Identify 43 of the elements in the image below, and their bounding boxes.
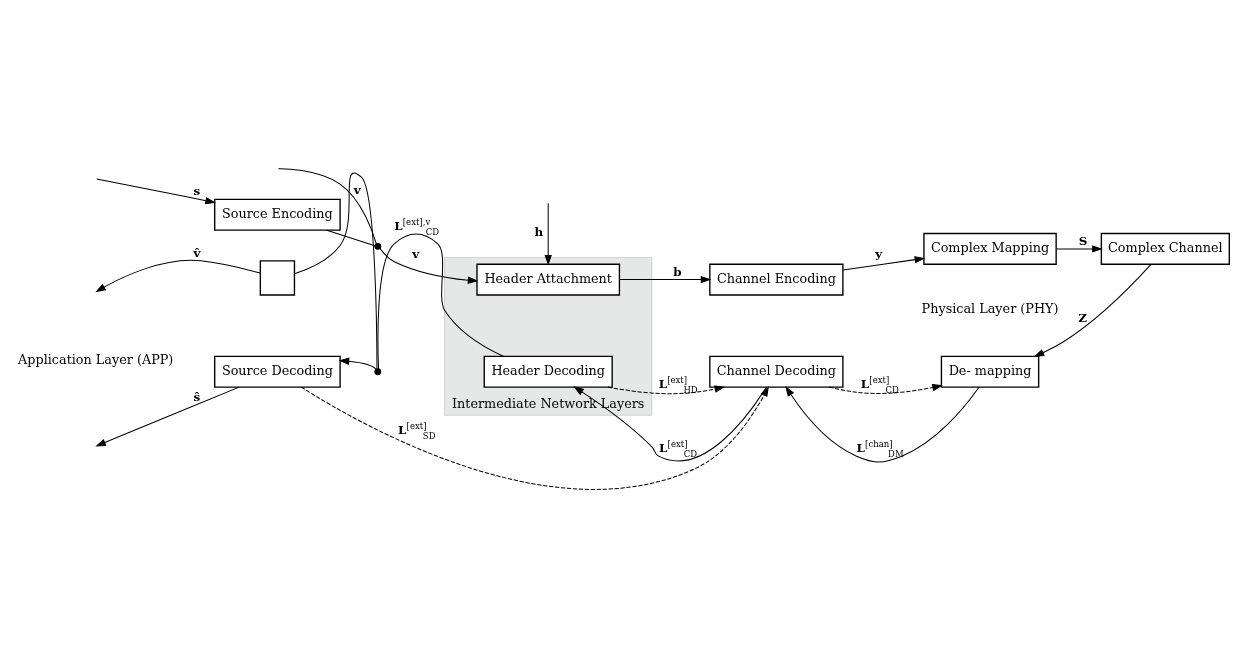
node-box xyxy=(259,259,296,296)
node-switch xyxy=(374,367,382,375)
arrow xyxy=(379,247,479,284)
edge-label: s xyxy=(193,183,201,198)
node-box: Source Decoding xyxy=(214,355,341,388)
edge-label: ŝ xyxy=(193,389,201,404)
node-box: Header Attachment xyxy=(476,263,621,296)
node-box: Channel Decoding xyxy=(709,355,844,388)
arrow xyxy=(1033,263,1152,357)
edge-label: S xyxy=(1078,233,1088,248)
arrow xyxy=(607,384,726,394)
label: Application Layer (APP) xyxy=(18,351,174,367)
node-box: Source Encoding xyxy=(214,198,341,231)
edge-label: v̂ xyxy=(193,245,201,260)
arrow xyxy=(828,383,943,394)
arrow xyxy=(573,385,767,461)
node-box: De- mapping xyxy=(940,355,1040,388)
edge-label: v xyxy=(412,246,420,261)
connector xyxy=(294,172,378,369)
node-box: Complex Channel xyxy=(1100,232,1230,265)
edge-label: h xyxy=(534,224,544,239)
edge-label: y xyxy=(875,246,883,261)
connector xyxy=(277,167,377,244)
arrow xyxy=(96,177,216,204)
node-box: Complex Mapping xyxy=(923,232,1057,265)
arrow xyxy=(1055,244,1103,253)
node-switch xyxy=(374,242,382,250)
edge-label: Z xyxy=(1078,310,1088,325)
arrow xyxy=(618,275,712,283)
arrow xyxy=(95,386,240,446)
connector xyxy=(377,233,504,370)
node-box: Header Decoding xyxy=(483,355,613,388)
connector xyxy=(325,229,376,246)
edge-label: b xyxy=(673,264,682,279)
arrow xyxy=(785,385,980,462)
edge-label: v xyxy=(353,182,361,197)
arrow xyxy=(95,259,261,292)
node-box: Channel Encoding xyxy=(709,263,844,296)
arrow xyxy=(338,357,377,370)
arrow xyxy=(842,255,926,271)
arrow xyxy=(300,385,769,490)
arrow xyxy=(544,202,552,266)
label: Physical Layer (PHY) xyxy=(921,300,1059,316)
